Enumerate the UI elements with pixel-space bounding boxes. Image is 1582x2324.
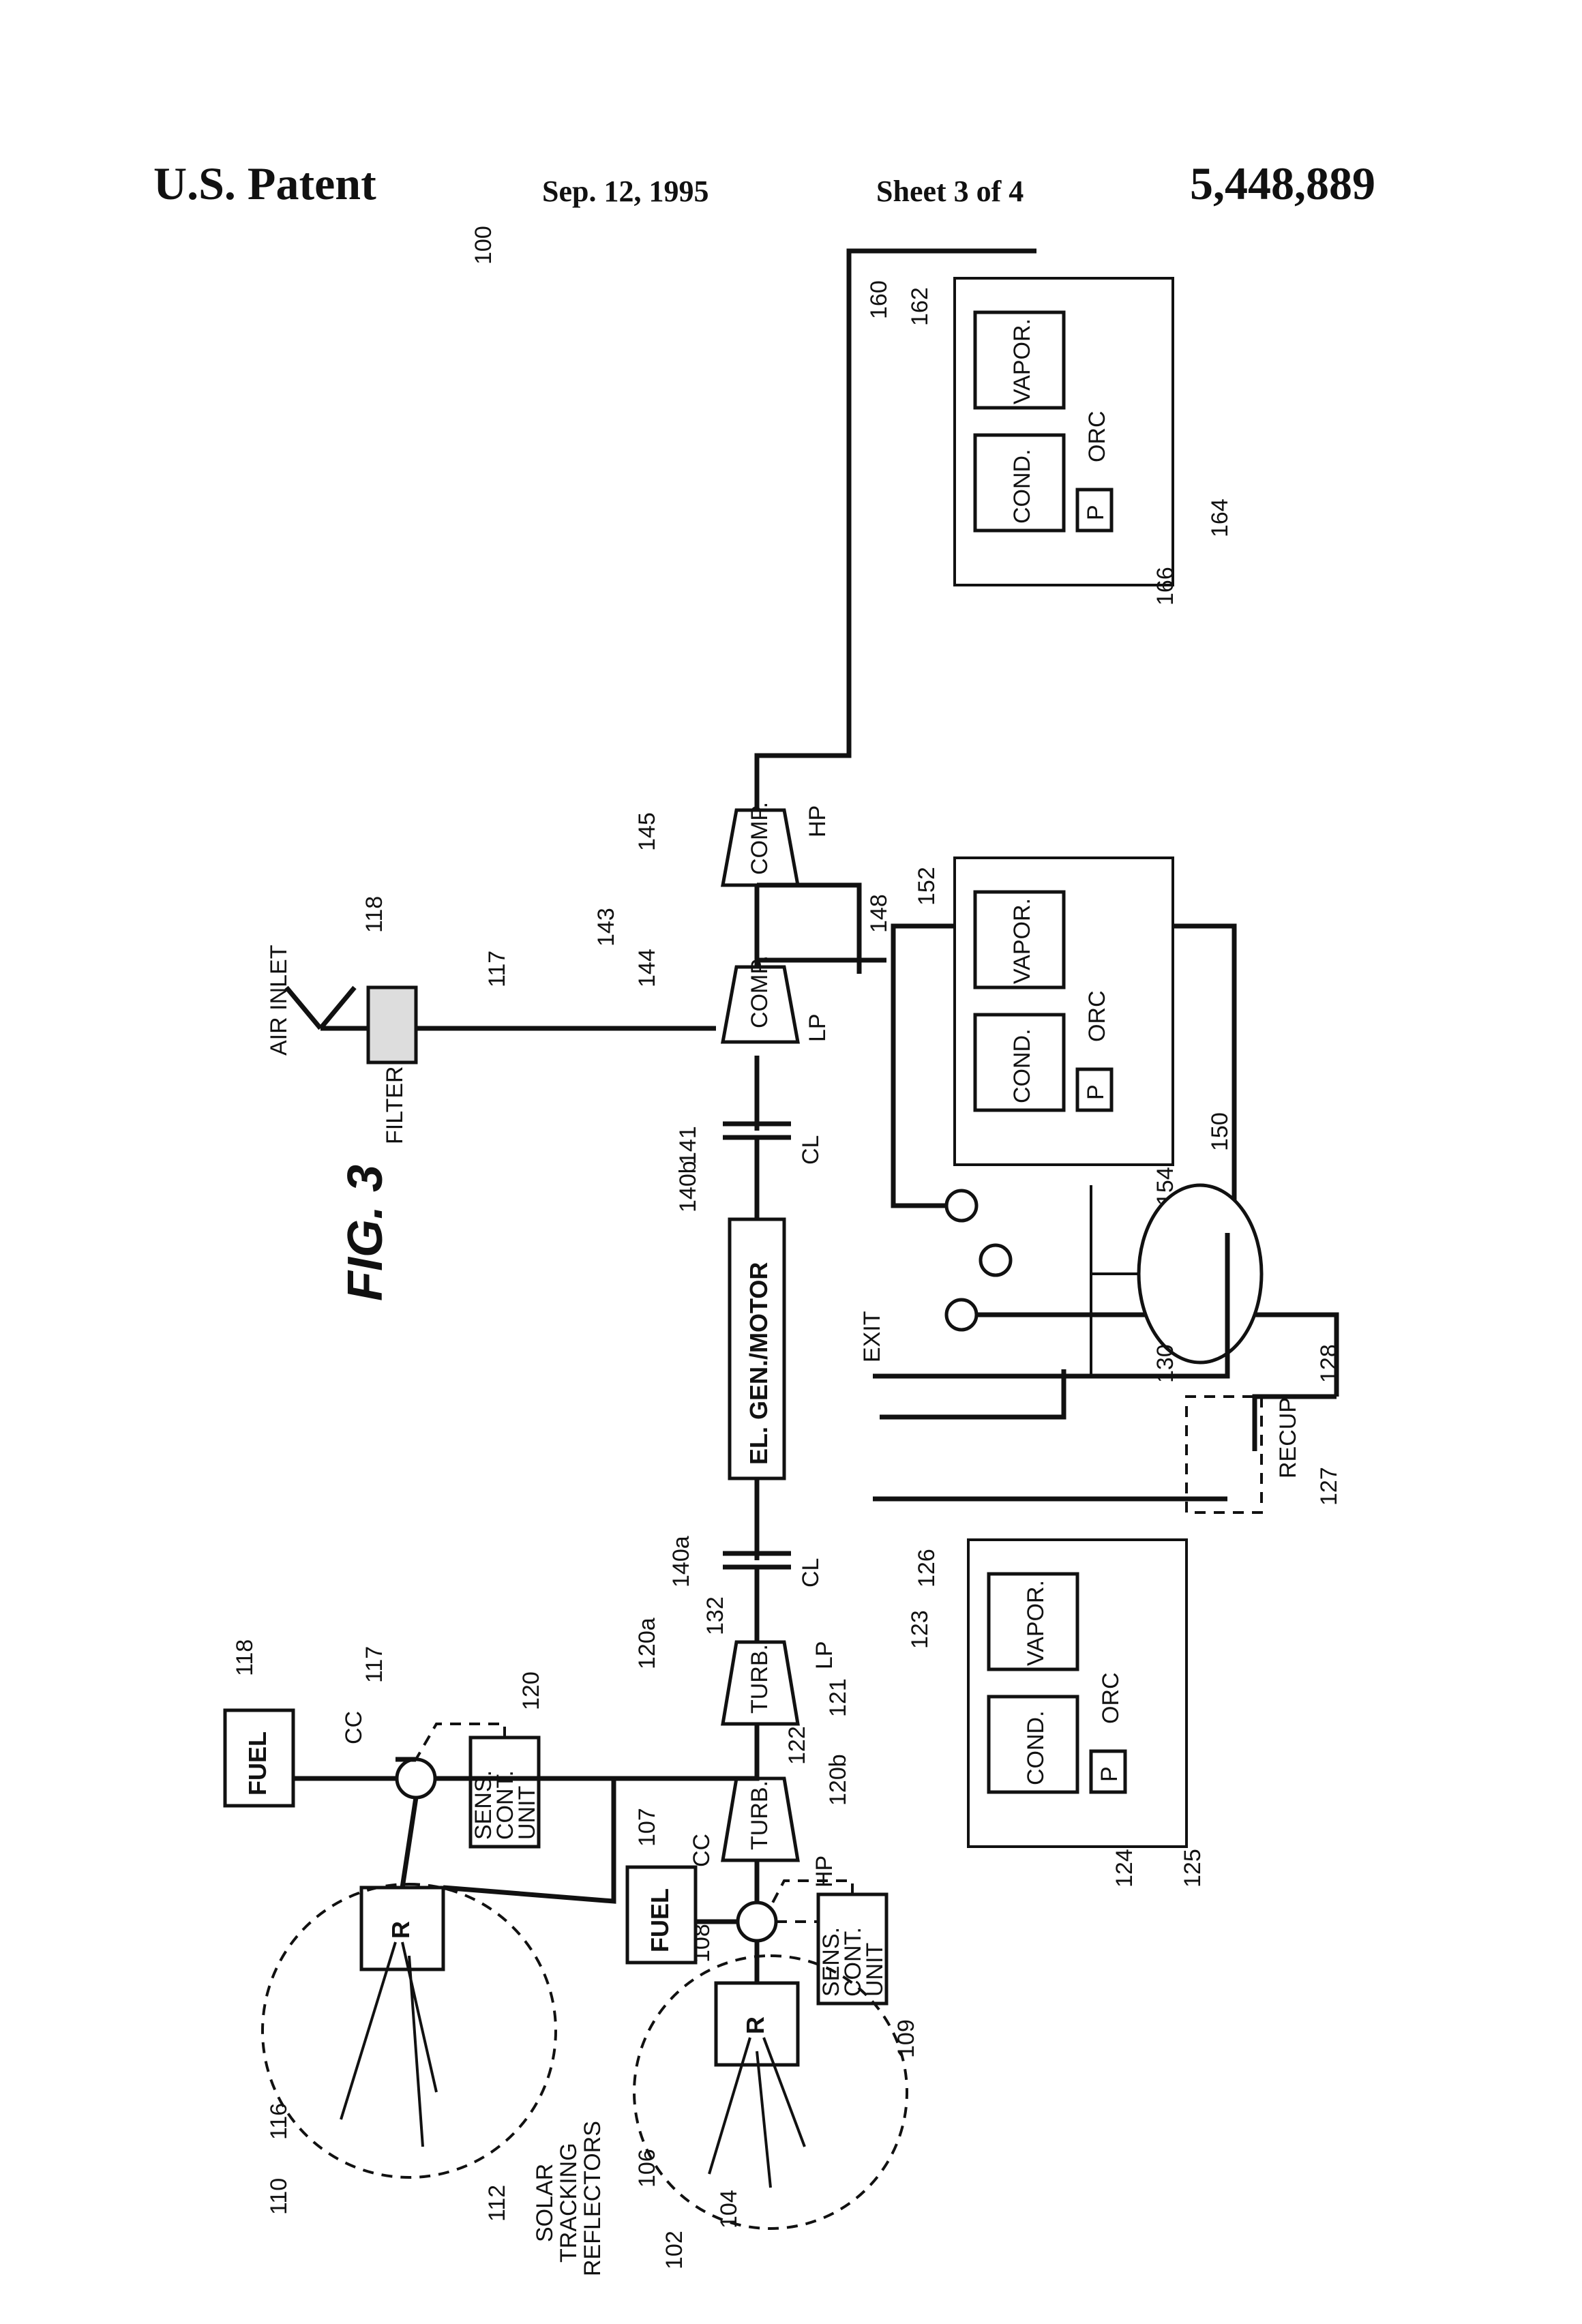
turb-b-label: TURB. [747, 1644, 773, 1714]
valve-162 [946, 1191, 976, 1221]
ref-143: 148 [866, 894, 892, 933]
ref-140b: 145 [634, 812, 660, 851]
r-label-1: R [387, 1921, 415, 1939]
ref-150: 162 [907, 287, 933, 326]
valve-166 [946, 1300, 976, 1330]
hot-gas-line-upper [395, 1724, 757, 1778]
ref-120a: 120b [825, 1754, 851, 1806]
ref-126: 127 [1316, 1467, 1342, 1506]
filter-element [368, 987, 416, 1062]
ref-116: 117 [361, 1646, 387, 1683]
ref-145: 152 [914, 867, 940, 906]
recup-label: RECUP. [1275, 1394, 1301, 1478]
ref-123: 124 [1111, 1849, 1137, 1888]
fuel-label-1: FUEL [243, 1731, 271, 1796]
ref-140a: 144 [634, 949, 660, 987]
vapor-label-1: VAPOR. [1023, 1580, 1049, 1666]
ref-130: 140b [675, 1161, 701, 1212]
figure-title: FIG. 3 [338, 1165, 393, 1301]
combustion-chamber-116 [397, 1759, 435, 1798]
valve-164 [981, 1245, 1011, 1275]
filter-label: FILTER [382, 1066, 408, 1144]
ref-154: 166 [1152, 567, 1178, 606]
air-inlet-label: AIR INLET [266, 945, 292, 1056]
turb-a-label: TURB. [747, 1781, 773, 1850]
ref-148: 160 [866, 280, 892, 319]
ref-100: 100 [471, 226, 496, 265]
ref-144: 150 [1207, 1112, 1233, 1151]
ref-112: 112 [484, 2185, 510, 2222]
cc-label-2: CC [689, 1834, 715, 1867]
fuel-label-2: FUEL [646, 1888, 674, 1952]
hp-turb-label: HP [811, 1856, 837, 1888]
ref-110: 110 [266, 2178, 292, 2215]
ref-120: 120a [634, 1618, 660, 1669]
ref-129: 140a [668, 1536, 694, 1588]
ref-114: 116 [266, 2103, 292, 2140]
gen-motor-label: EL. GEN./MOTOR [745, 1262, 773, 1465]
ref-102: 102 [661, 2231, 687, 2269]
ref-117: 118 [232, 1639, 258, 1676]
lp-label: LP [805, 1013, 831, 1042]
vapor-label-2: VAPOR. [1009, 898, 1035, 984]
ref-142: 118 [361, 896, 387, 933]
orc-label-3: ORC [1084, 411, 1110, 462]
hp-label: HP [805, 805, 831, 837]
p-label-2: P [1083, 1084, 1109, 1100]
vapor-label-3: VAPOR. [1009, 318, 1035, 404]
recuperator-126 [1186, 1397, 1262, 1513]
ref-132: 141 [675, 1126, 701, 1165]
solar-3: REFLECTORS [580, 2121, 606, 2276]
orc-label-2: ORC [1084, 990, 1110, 1042]
ref-140: 143 [593, 908, 619, 947]
cl-label-1: CL [798, 1135, 824, 1165]
solar-2: TRACKING [556, 2143, 582, 2263]
combustion-chamber-108 [738, 1903, 776, 1941]
ref-120b: 121 [825, 1678, 851, 1717]
cond-label-2: COND. [1009, 1028, 1035, 1103]
p-label-3: P [1083, 505, 1109, 520]
ref-121: 122 [784, 1726, 810, 1765]
solar-rays-110 [341, 1942, 436, 2147]
p-label-1: P [1096, 1766, 1122, 1782]
exit-label: EXIT [859, 1311, 885, 1362]
ref-127b: 128 [1316, 1344, 1342, 1383]
ref-122: 123 [907, 1610, 933, 1649]
ref-141: 117 [484, 951, 510, 987]
sens-1c: UNIT [514, 1786, 540, 1840]
ref-127a: 132 [702, 1596, 728, 1635]
ref-104: 104 [716, 2190, 742, 2229]
storage-cavern-160 [1139, 1185, 1262, 1362]
solar-1: SOLAR [532, 2164, 558, 2242]
ref-106: 106 [634, 2149, 660, 2188]
ref-107: 107 [634, 1808, 660, 1847]
ref-118: 120 [518, 1671, 544, 1710]
cc-label-1: CC [341, 1711, 367, 1744]
comp-b-label: COMP. [747, 802, 773, 875]
orc-label-1: ORC [1098, 1672, 1124, 1724]
ref-125: 126 [914, 1549, 940, 1588]
r-label-2: R [741, 2016, 769, 2034]
ref-152: 164 [1207, 498, 1233, 537]
comp-a-label: COMP. [747, 955, 773, 1028]
air-inlet-fork [286, 987, 355, 1028]
sens-2c: UNIT [862, 1943, 888, 1997]
cl-label-2: CL [798, 1558, 824, 1588]
lp-turb-label: LP [811, 1641, 837, 1669]
cond-label-3: COND. [1009, 449, 1035, 524]
ref-128: 130 [1152, 1344, 1178, 1383]
ref-124: 125 [1180, 1849, 1206, 1888]
cond-label-1: COND. [1023, 1710, 1049, 1785]
